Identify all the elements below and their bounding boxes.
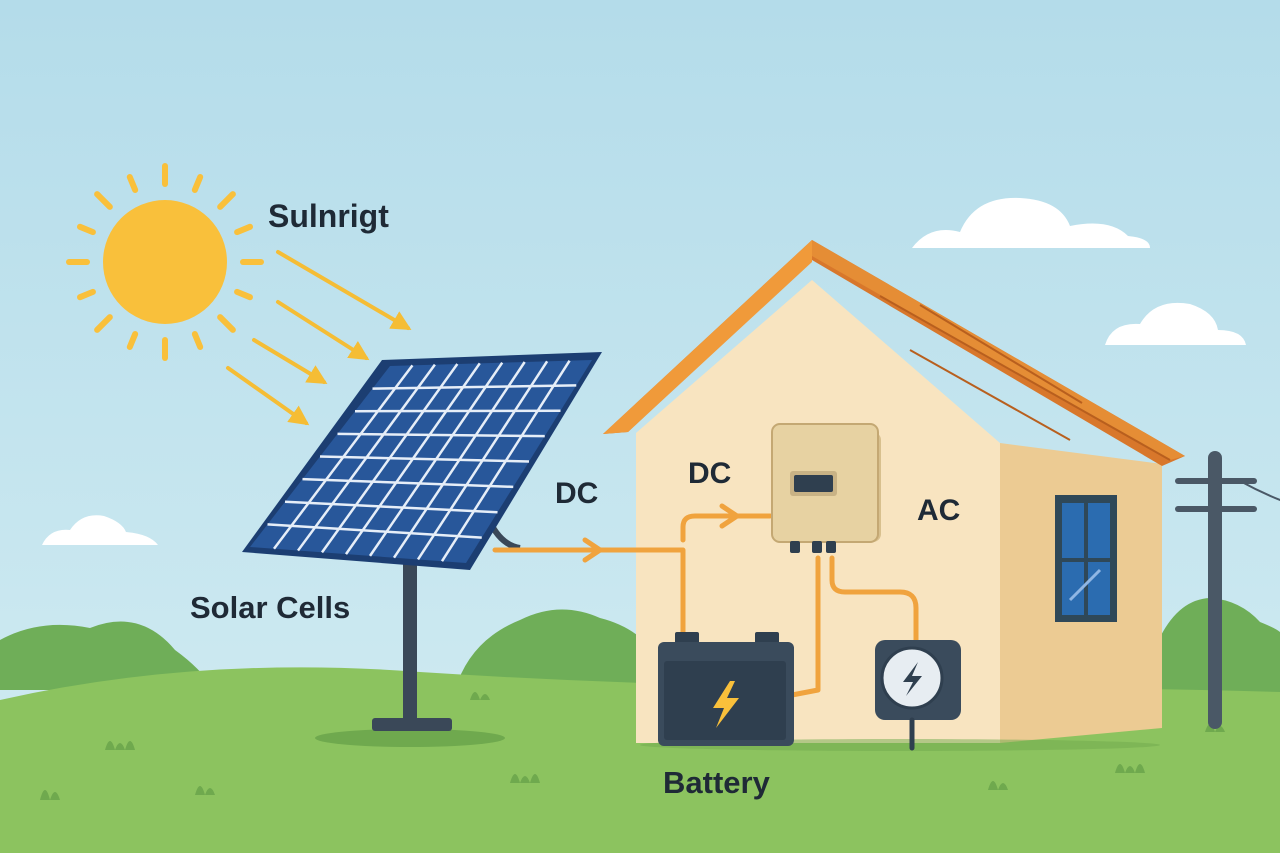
utility-pole — [1175, 451, 1280, 729]
cloud-icon — [912, 197, 1150, 248]
panel-grid-line — [302, 477, 514, 489]
cloud-icon — [42, 515, 158, 545]
solar-cells-label: Solar Cells — [190, 590, 351, 625]
panel-grid-line — [267, 523, 482, 539]
dc-label-panel: DC — [555, 477, 599, 510]
arrow-icon — [719, 503, 740, 529]
sun-ray — [234, 288, 253, 301]
lightning-bolt-icon — [713, 681, 739, 728]
sun-ray — [77, 288, 96, 301]
battery — [658, 632, 794, 746]
sunlight-label: Sulnrigt — [268, 198, 389, 234]
arrow-icon — [582, 537, 603, 563]
battery-wire — [789, 555, 821, 698]
sun-ray — [77, 223, 96, 236]
sun-ray — [234, 223, 253, 236]
panel-grid-line — [284, 500, 498, 514]
window — [1055, 495, 1117, 622]
sun-ray — [191, 331, 204, 350]
roof — [603, 240, 1185, 466]
panel-grid-line — [354, 409, 561, 413]
panel-grid-line — [319, 455, 530, 463]
sun-ray — [94, 191, 113, 210]
panel-grid-line — [337, 432, 545, 438]
dc-label-battery: DC — [688, 457, 732, 490]
sun-ray — [191, 174, 204, 193]
electric-meter — [875, 640, 961, 751]
panel-grid-line — [372, 384, 577, 390]
sun-ray — [217, 314, 236, 333]
dc-wire-panel — [492, 547, 686, 635]
hills — [0, 598, 1280, 700]
inverter — [771, 423, 881, 553]
ac-wire — [829, 555, 919, 643]
dc-wire-inverter — [680, 513, 773, 543]
sunlight-ray — [276, 300, 370, 361]
sun-icon — [66, 163, 264, 361]
cloud-icon — [1105, 302, 1246, 345]
solar-panel — [242, 352, 602, 731]
battery-label: Battery — [663, 765, 770, 800]
lightning-bolt-icon — [903, 662, 922, 696]
sunlight-ray — [276, 250, 412, 331]
sunlight-ray — [226, 366, 310, 426]
sunlight-rays — [226, 250, 412, 426]
ac-label: AC — [917, 494, 961, 527]
wires — [492, 513, 919, 698]
sunlight-ray — [252, 338, 328, 385]
sun-ray — [126, 174, 139, 193]
panel-shadow — [315, 729, 505, 747]
sun-ray — [126, 331, 139, 350]
sun-ray — [217, 191, 236, 210]
sun-ray — [94, 314, 113, 333]
